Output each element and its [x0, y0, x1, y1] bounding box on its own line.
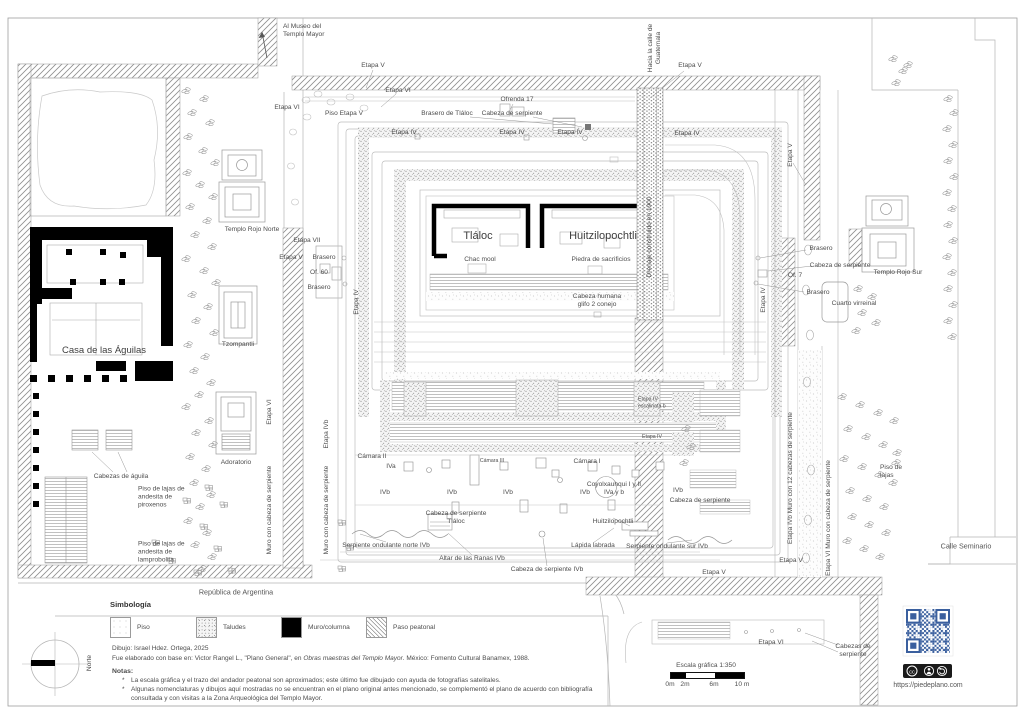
leader-lines — [91, 69, 839, 653]
credits: Dibujo: Israel Hdez. Ortega, 2025 Fue el… — [112, 644, 530, 665]
templo-rojo-sur-structure — [861, 195, 915, 273]
eagle-heads-structures — [71, 429, 133, 451]
casa-aguilas-walls — [30, 227, 173, 381]
east-offering-features — [753, 255, 768, 286]
scale-bar-graphic — [670, 672, 745, 679]
scale-tick: 2m — [680, 681, 690, 688]
north-rubble — [287, 90, 635, 206]
south-guide-lines — [320, 454, 720, 561]
credits-line2: Fue elaborado con base en: Victor Rangel… — [112, 654, 530, 664]
legend-title: Simbología — [110, 600, 151, 609]
shrine-steps — [429, 273, 669, 291]
muro-swatch-icon — [281, 617, 302, 638]
north-compass — [22, 632, 88, 696]
legend-item-label: Piso — [137, 624, 150, 631]
altar-ranas-structure — [427, 513, 453, 531]
left-precinct — [29, 77, 348, 564]
qr-code — [902, 605, 954, 657]
south-extension — [625, 619, 825, 664]
note-bullet: * — [122, 677, 125, 684]
shrine-platform — [425, 195, 675, 311]
cc-license-badge: cc — [903, 664, 952, 678]
serpent-walls — [351, 530, 733, 544]
scale-tick: 6m — [709, 681, 719, 688]
credits-line2-pre: Fue elaborado con base en: Victor Rangel… — [112, 655, 304, 663]
rock-piles — [151, 484, 354, 576]
scale-bar: Escala gráfica 1:350 0m 2m 6m 10 m — [660, 662, 770, 691]
pedestrian-walkways — [17, 17, 883, 706]
terrace-lines — [374, 321, 766, 363]
legend-item-label: Muro/columna — [308, 624, 350, 631]
scale-tick: 10 m — [734, 681, 750, 688]
note-item: * Algunas nomenclaturas y dibujos aquí m… — [112, 685, 600, 703]
notes-block: Notas: * La escala gráfica y el trazo de… — [112, 668, 600, 703]
note-text: Algunas nomenclaturas y dibujos aquí mos… — [131, 686, 593, 703]
right-side-structures — [753, 195, 915, 323]
piso-swatch-icon — [110, 617, 131, 638]
scale-ticks: 0m 2m 6m 10 m — [660, 681, 770, 691]
east-stairs — [672, 389, 751, 515]
legend-item-label: Taludes — [223, 624, 246, 631]
templo-rojo-norte-structure — [218, 149, 266, 223]
drainage-strip — [636, 87, 664, 321]
note-text: La escala gráfica y el trazo del andador… — [131, 677, 501, 684]
credits-line2-italic: Obras maestras del Templo Mayor — [303, 655, 403, 663]
credits-line1: Dibujo: Israel Hdez. Ortega, 2025 — [112, 645, 209, 652]
cuarto-virreinal-structure — [821, 281, 849, 323]
casa-aguilas-pillars — [30, 249, 127, 507]
templo-mayor-structure — [287, 87, 839, 577]
east-facade — [665, 144, 756, 355]
website-url[interactable]: https://piedeplano.com — [893, 682, 963, 689]
west-brasero-cluster — [315, 245, 348, 299]
scale-title: Escala gráfica 1:350 — [676, 662, 736, 669]
legend-item-label: Paso peatonal — [393, 624, 436, 631]
note-item: * La escala gráfica y el trazo del andad… — [112, 676, 600, 685]
legend-item-muro: Muro/columna — [281, 617, 350, 638]
note-bullet: * — [122, 686, 125, 694]
south-stairways — [380, 372, 728, 452]
tzompantli-structure — [218, 285, 258, 345]
taludes-swatch-icon — [196, 617, 217, 638]
tlaloc-shrine — [431, 203, 531, 274]
paso-swatch-icon — [366, 617, 387, 638]
scale-tick: 0m — [665, 681, 675, 688]
legend-item-piso: Piso — [110, 617, 150, 638]
museum-arrow-icon — [258, 31, 268, 59]
cc-sa-icon — [936, 665, 948, 677]
stone-ovals — [802, 244, 815, 564]
legend-block: Simbología Piso Taludes Muro/columna Pas… — [110, 600, 606, 702]
notes-title: Notas: — [112, 668, 134, 675]
cc-text: cc — [909, 669, 915, 675]
sheet-border — [7, 17, 1018, 707]
west-stairs-structure — [44, 476, 88, 564]
artifact-row — [403, 454, 665, 538]
casa-aguilas-rooms — [46, 244, 144, 356]
credits-line2-post: . México: Fomento Cultural Banamex, 1988… — [402, 655, 530, 663]
cc-by-icon — [923, 665, 935, 677]
adoratorio-structure — [215, 391, 257, 455]
legend-item-taludes: Taludes — [196, 617, 246, 638]
legend-item-paso: Paso peatonal — [366, 617, 435, 638]
qr-finder-patterns — [906, 609, 951, 654]
